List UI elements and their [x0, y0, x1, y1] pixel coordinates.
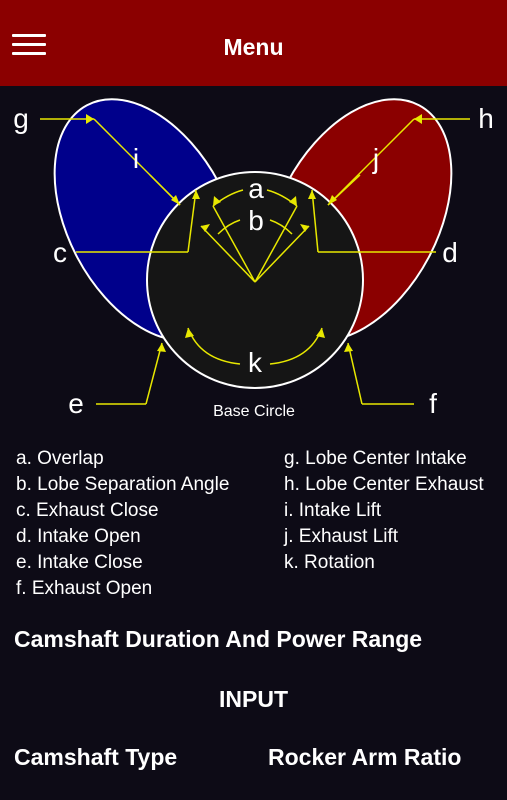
label-a: a: [248, 173, 264, 204]
legend-item: a. Overlap: [16, 448, 104, 469]
label-i: i: [133, 143, 139, 174]
label-k: k: [248, 347, 263, 378]
label-d: d: [442, 237, 458, 268]
legend-item: d. Intake Open: [16, 526, 141, 547]
label-f: f: [429, 388, 437, 419]
label-b: b: [248, 205, 264, 236]
base-circle-label: Base Circle: [213, 403, 295, 420]
legend-item: e. Intake Close: [16, 552, 143, 573]
legend-left: a. Overlap b. Lobe Separation Angle c. E…: [16, 446, 229, 602]
legend-item: j. Exhaust Lift: [284, 526, 399, 547]
label-c: c: [53, 237, 67, 268]
leader-lines: [40, 118, 470, 405]
legend-item: g. Lobe Center Intake: [284, 448, 467, 469]
legend-item: i. Intake Lift: [284, 500, 382, 521]
label-g: g: [13, 103, 29, 134]
label-e: e: [68, 388, 84, 419]
legend-item: f. Exhaust Open: [16, 578, 153, 599]
legend-item: k. Rotation: [284, 552, 375, 573]
rocker-arm-ratio-label: Rocker Arm Ratio: [268, 744, 462, 770]
hamburger-menu-icon[interactable]: [12, 34, 48, 56]
app-header: Menu: [0, 0, 507, 86]
input-heading: INPUT: [219, 686, 288, 712]
section-title: Camshaft Duration And Power Range: [14, 626, 423, 652]
leader-arrowheads: [86, 114, 422, 352]
label-h: h: [478, 103, 494, 134]
label-j: j: [372, 143, 379, 174]
legend-item: c. Exhaust Close: [16, 500, 159, 521]
camshaft-lobe-diagram: g h i j a b c d k e f Base Circle: [13, 98, 494, 420]
camshaft-type-label: Camshaft Type: [14, 744, 178, 770]
legend-item: b. Lobe Separation Angle: [16, 474, 230, 495]
header-title: Menu: [223, 34, 284, 60]
legend-item: h. Lobe Center Exhaust: [284, 474, 484, 495]
legend-right: g. Lobe Center Intake h. Lobe Center Exh…: [284, 446, 484, 576]
